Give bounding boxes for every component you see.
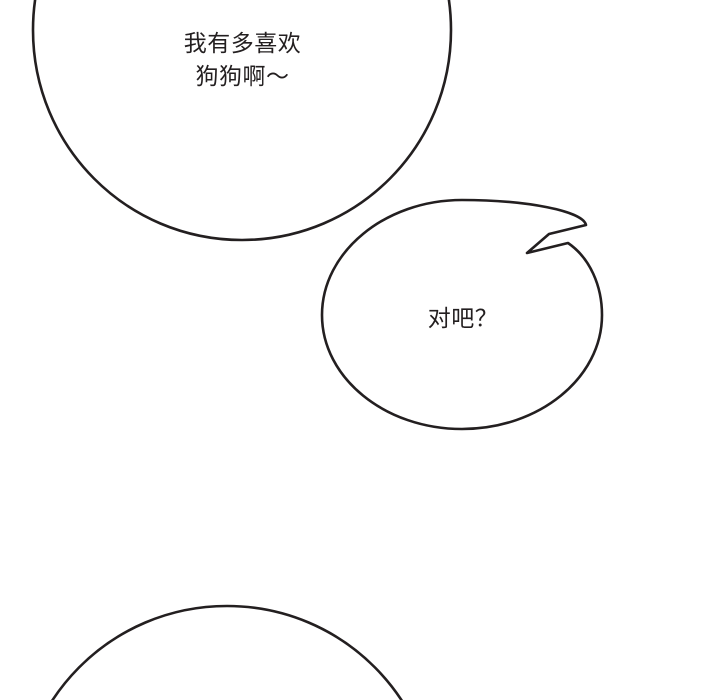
speech-bubble-1-text: 我有多喜欢 狗狗啊～ bbox=[183, 31, 302, 90]
speech-bubble-2-text: 对吧？ bbox=[427, 306, 499, 332]
speech-bubble-1-outline bbox=[31, 0, 453, 242]
speech-bubble-3-outline bbox=[51, 604, 403, 700]
speech-bubble-2-outline bbox=[320, 198, 604, 431]
